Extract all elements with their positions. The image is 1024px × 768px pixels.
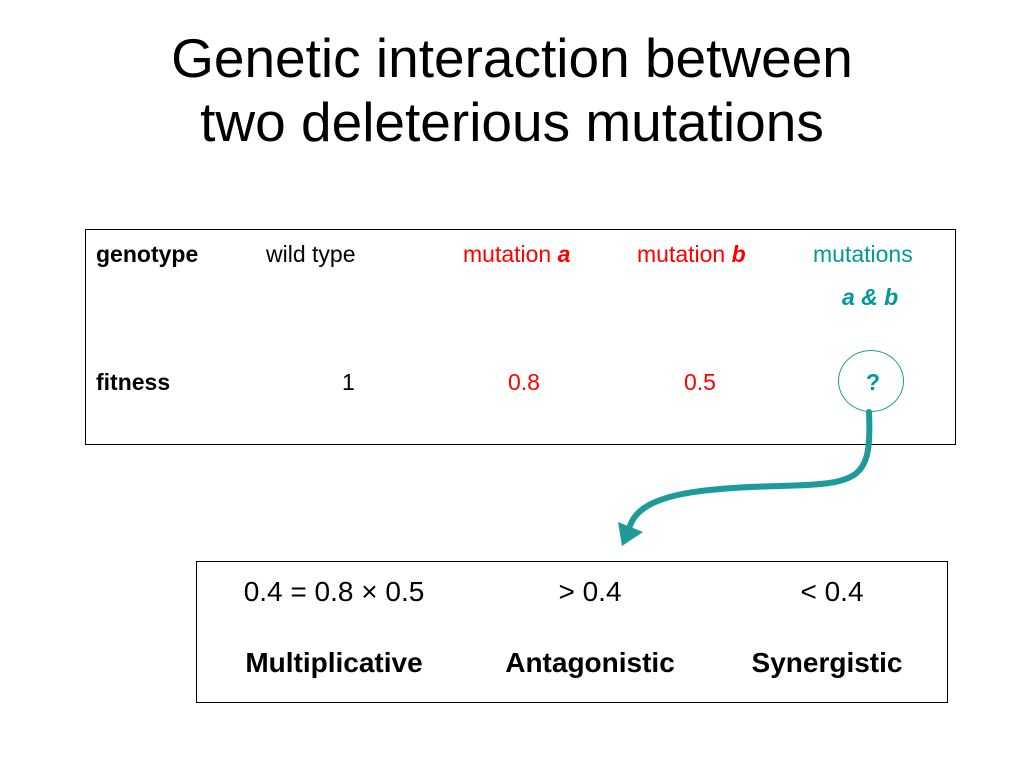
mutation-b-letter: b: [731, 241, 746, 267]
mutation-a-prefix: mutation: [463, 241, 558, 267]
slide-title: Genetic interaction between two deleteri…: [0, 26, 1024, 154]
fitness-wild-type: 1: [342, 369, 355, 395]
antagonistic-label: Antagonistic: [505, 647, 675, 678]
mutation-a-letter: a: [557, 241, 571, 267]
mutation-b-header: mutation b: [637, 240, 746, 268]
antagonistic-expression: > 0.4: [558, 576, 622, 607]
mutations-ab-header-line2: a & b: [842, 284, 899, 310]
title-line-1: Genetic interaction between: [171, 27, 853, 89]
synergistic-label: Synergistic: [751, 647, 903, 678]
connector-arrow-line: [627, 409, 873, 529]
fitness-mutation-b: 0.5: [684, 369, 716, 395]
fitness-mutations-ab: ?: [866, 369, 881, 395]
connector-arrow-head: [618, 522, 643, 546]
wild-type-header: wild type: [266, 241, 356, 267]
mutation-a-header: mutation a: [463, 240, 570, 268]
fitness-mutation-a: 0.8: [508, 369, 540, 395]
multiplicative-expression: 0.4 = 0.8 × 0.5: [243, 576, 425, 607]
title-line-2: two deleterious mutations: [200, 91, 824, 153]
multiplicative-label: Multiplicative: [245, 647, 423, 678]
genotype-fitness-table: [85, 229, 956, 445]
mutations-ab-header-line1: mutations: [813, 241, 913, 267]
synergistic-expression: < 0.4: [800, 576, 864, 607]
interaction-types-box: [196, 561, 948, 703]
mutation-b-prefix: mutation: [637, 241, 732, 267]
genotype-row-label: genotype: [96, 241, 199, 267]
fitness-row-label: fitness: [96, 369, 171, 395]
